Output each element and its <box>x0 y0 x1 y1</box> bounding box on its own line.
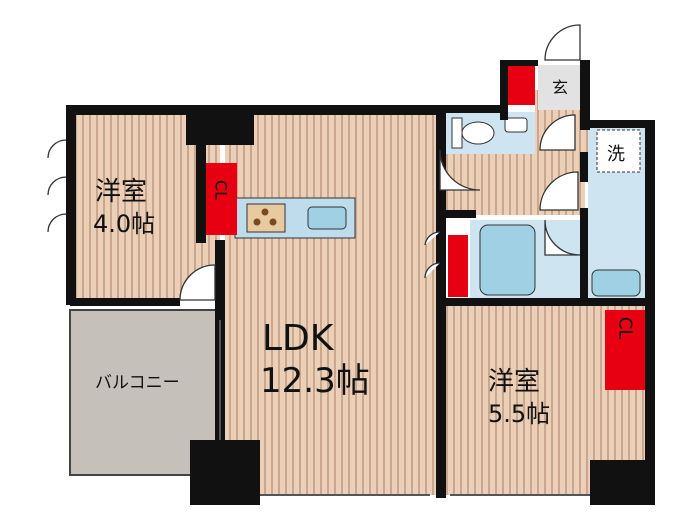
western-room-1-name: 洋室 <box>95 177 147 207</box>
closet-1 <box>205 163 237 235</box>
closet-2 <box>605 310 645 390</box>
doors <box>47 24 581 301</box>
wash-basin <box>591 269 641 297</box>
western-room-2-size: 5.5帖 <box>488 400 550 428</box>
ldk-size: 12.3帖 <box>260 361 370 401</box>
washroom-name: 洗 <box>607 144 625 165</box>
burner <box>269 218 277 226</box>
toilet-tank <box>451 117 463 149</box>
bathtub <box>479 224 536 296</box>
ldk-name: LDK <box>262 318 335 359</box>
western-room-1-size: 4.0帖 <box>93 210 155 238</box>
western-room-1-floor <box>75 115 220 300</box>
laundry-area <box>596 129 641 173</box>
stove-top <box>246 203 286 233</box>
western-room-2-name: 洋室 <box>488 367 540 397</box>
toilet-bowl <box>461 121 495 145</box>
closet-1-label: CL <box>212 180 231 200</box>
entrance-name: 玄 <box>552 78 568 97</box>
closet-2-label: CL <box>615 317 636 340</box>
ldk-floor <box>225 110 440 495</box>
shoe-storage <box>505 65 535 105</box>
windows <box>219 320 590 496</box>
burner <box>261 208 269 216</box>
linen-storage <box>448 235 468 297</box>
balcony-name: バルコニー <box>95 373 180 393</box>
kitchen-sink <box>307 206 347 230</box>
toilet-sink <box>504 117 528 133</box>
burner <box>253 218 261 226</box>
